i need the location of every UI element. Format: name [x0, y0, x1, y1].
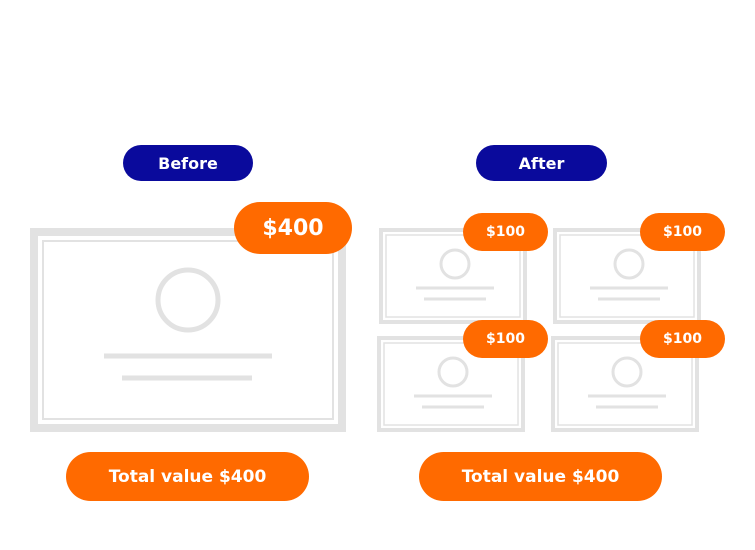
after-price-tag: $100 [640, 213, 725, 251]
after-price-tag: $100 [640, 320, 725, 358]
before-price-tag: $400 [234, 202, 352, 254]
before-label: Before [123, 145, 253, 181]
after-total-value: Total value $400 [419, 452, 662, 501]
certificate-icon [551, 336, 699, 432]
after-price-tag: $100 [463, 213, 548, 251]
certificate-icon [377, 336, 525, 432]
after-price-tag: $100 [463, 320, 548, 358]
certificate-icon [379, 228, 527, 324]
certificate-icon [30, 228, 346, 432]
certificate-icon [553, 228, 701, 324]
before-total-value: Total value $400 [66, 452, 309, 501]
after-label: After [476, 145, 607, 181]
